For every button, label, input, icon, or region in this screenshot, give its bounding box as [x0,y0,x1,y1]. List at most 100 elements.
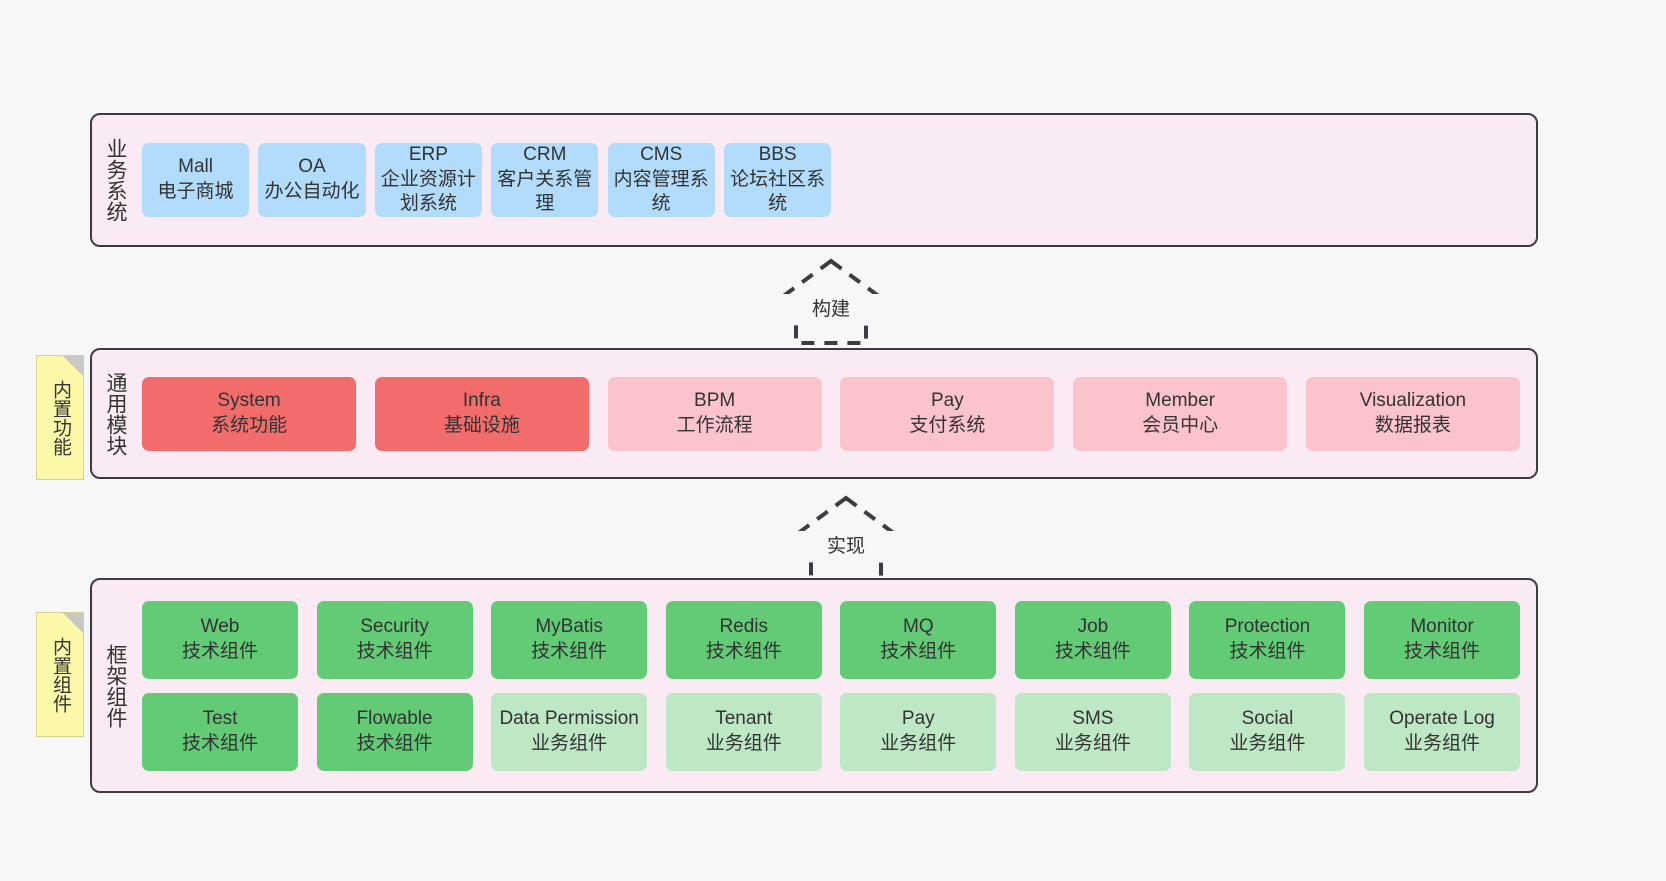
card-title: Test [202,707,238,729]
card-title: Pay [901,707,935,729]
card-subtitle: 客户关系管理 [497,168,593,215]
card-subtitle: 系统功能 [211,414,288,436]
card-title: Monitor [1410,615,1474,637]
card-cms[interactable]: CMS 内容管理系统 [607,143,715,217]
note-text: 内置组件 [50,636,72,713]
card-subtitle: 技术组件 [705,640,782,662]
arrow-label-implement: 实现 [771,531,921,558]
card-subtitle: 电子商城 [157,181,234,202]
card-title: Redis [719,615,769,637]
card-subtitle: 支付系统 [909,414,986,436]
card-subtitle: 技术组件 [880,640,957,662]
card-title: Member [1145,389,1215,411]
layer-body-framework: Web 技术组件 Security 技术组件 MyBatis 技术组件 Redi… [138,580,1536,791]
card-subtitle: 技术组件 [1054,640,1131,662]
note-builtin-components: 内置组件 [36,612,84,737]
arrow-label-build: 构建 [756,294,906,321]
card-subtitle: 论坛社区系统 [730,168,826,215]
card-tenant[interactable]: Tenant 业务组件 [665,692,822,771]
card-pay-component[interactable]: Pay 业务组件 [840,692,997,771]
card-subtitle: 业务组件 [705,732,782,754]
card-test[interactable]: Test 技术组件 [142,692,298,771]
card-job[interactable]: Job 技术组件 [1014,600,1171,679]
card-subtitle: 业务组件 [1054,732,1131,754]
card-web[interactable]: Web 技术组件 [142,600,298,679]
card-subtitle: 技术组件 [1229,640,1306,662]
layer-body-common: System 系统功能 Infra 基础设施 BPM 工作流程 Pay 支付系统… [138,350,1536,477]
layer-label-framework: 框架组件 [103,643,127,728]
card-title: BBS [758,143,797,165]
card-mybatis[interactable]: MyBatis 技术组件 [491,600,648,679]
card-title: Pay [931,389,964,411]
card-subtitle: 技术组件 [181,640,258,662]
card-sms[interactable]: SMS 业务组件 [1014,692,1171,771]
card-title: Operate Log [1389,707,1495,729]
layer-panel-common: 通用模块 System 系统功能 Infra 基础设施 BPM 工作流程 Pay… [90,348,1538,479]
card-title: CRM [523,143,567,165]
card-mq[interactable]: MQ 技术组件 [840,600,997,679]
card-title: Web [200,615,240,637]
card-subtitle: 技术组件 [356,732,433,754]
card-bpm[interactable]: BPM 工作流程 [607,376,822,451]
card-subtitle: 企业资源计划系统 [380,168,476,215]
card-security[interactable]: Security 技术组件 [316,600,473,679]
card-title: Security [360,615,429,637]
card-row: Web 技术组件 Security 技术组件 MyBatis 技术组件 Redi… [142,600,1521,679]
card-data-permission[interactable]: Data Permission 业务组件 [491,692,648,771]
card-subtitle: 技术组件 [356,640,433,662]
note-text: 内置功能 [50,379,72,456]
card-oa[interactable]: OA 办公自动化 [258,143,366,217]
card-redis[interactable]: Redis 技术组件 [665,600,822,679]
card-pay-module[interactable]: Pay 支付系统 [840,376,1055,451]
card-title: CMS [640,143,683,165]
arrow-build: 构建 [752,258,910,346]
card-subtitle: 业务组件 [880,732,957,754]
card-subtitle: 业务组件 [1229,732,1306,754]
card-visualization[interactable]: Visualization 数据报表 [1305,376,1520,451]
arrow-implement: 实现 [767,495,925,583]
card-subtitle: 技术组件 [531,640,608,662]
card-title: Social [1241,707,1294,729]
card-title: Visualization [1359,389,1467,411]
card-system[interactable]: System 系统功能 [142,376,357,451]
card-row: Test 技术组件 Flowable 技术组件 Data Permission … [142,692,1521,771]
layer-label-common: 通用模块 [103,371,127,456]
card-social[interactable]: Social 业务组件 [1189,692,1346,771]
card-subtitle: 业务组件 [1404,732,1481,754]
note-builtin-functions: 内置功能 [36,355,84,480]
card-mall[interactable]: Mall 电子商城 [142,143,250,217]
card-subtitle: 基础设施 [443,414,520,436]
card-infra[interactable]: Infra 基础设施 [374,376,589,451]
card-title: BPM [694,389,736,411]
layer-body-business: Mall 电子商城 OA 办公自动化 ERP 企业资源计划系统 CRM 客户关系… [138,143,847,217]
card-erp[interactable]: ERP 企业资源计划系统 [374,143,482,217]
card-title: Tenant [715,707,773,729]
layer-panel-business: 业务系统 Mall 电子商城 OA 办公自动化 ERP 企业资源计划系统 CRM… [90,113,1538,247]
layer-label-business: 业务系统 [103,138,127,222]
card-title: MyBatis [535,615,603,637]
card-title: Mall [178,156,213,178]
card-crm[interactable]: CRM 客户关系管理 [491,143,599,217]
card-protection[interactable]: Protection 技术组件 [1189,600,1346,679]
card-monitor[interactable]: Monitor 技术组件 [1364,600,1521,679]
card-title: Protection [1224,615,1311,637]
card-row: System 系统功能 Infra 基础设施 BPM 工作流程 Pay 支付系统… [142,376,1520,451]
card-title: OA [298,156,326,178]
layer-panel-framework: 框架组件 Web 技术组件 Security 技术组件 MyBatis 技术组件… [90,578,1538,793]
card-title: ERP [408,143,448,165]
card-subtitle: 会员中心 [1142,414,1219,436]
card-row: Mall 电子商城 OA 办公自动化 ERP 企业资源计划系统 CRM 客户关系… [142,143,832,217]
card-title: Flowable [356,707,433,729]
card-title: Job [1077,615,1109,637]
card-title: MQ [903,615,934,637]
card-subtitle: 业务组件 [531,732,608,754]
card-bbs[interactable]: BBS 论坛社区系统 [724,143,832,217]
card-subtitle: 数据报表 [1374,414,1451,436]
card-title: SMS [1072,707,1114,729]
card-subtitle: 技术组件 [181,732,258,754]
card-operate-log[interactable]: Operate Log 业务组件 [1364,692,1521,771]
card-title: Data Permission [499,707,639,729]
card-subtitle: 工作流程 [676,414,753,436]
card-flowable[interactable]: Flowable 技术组件 [316,692,473,771]
card-member[interactable]: Member 会员中心 [1073,376,1288,451]
